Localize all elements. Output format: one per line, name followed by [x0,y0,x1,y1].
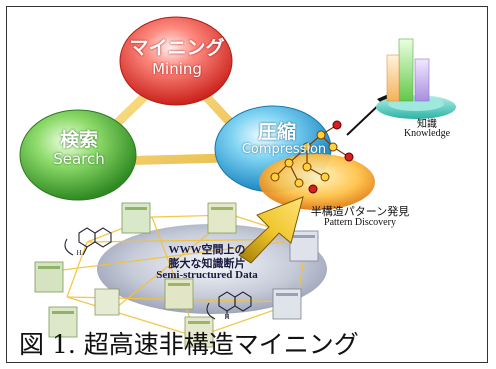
connection-triangle [72,60,267,167]
mining-label-en: Mining [152,60,202,78]
knowledge-graphic [376,38,456,119]
knowledge-label-en: Knowledge [403,128,451,139]
compression-label-en: Compression [241,142,327,157]
molecule-h-label-2: H [224,313,230,321]
knowledge-label-jp: 知識 [417,119,437,130]
discovery-arrow [238,196,304,264]
mining-label-jp: マイニング [129,37,225,59]
data-area-label-jp2: 膨大な知識断片 [168,258,246,270]
data-area [34,202,327,348]
data-area-label-en: Semi-structured Data [156,269,258,281]
search-label-jp: 検索 [59,129,98,151]
knowledge-bar [386,54,400,102]
figure-caption: 図 1. 超高速非構造マイニング [19,330,359,359]
figure-frame: マイニング Mining 検索 Search 圧縮 Compression WW… [6,6,488,363]
molecule-h-label: H [76,249,82,257]
data-area-label-jp1: WWW空間上の [168,244,246,256]
pattern-discovery-area [259,120,375,210]
molecule-icon [64,227,112,256]
knowledge-bar [398,38,414,102]
pattern-label-en: Pattern Discovery [324,217,396,228]
search-node [19,109,137,201]
pattern-label-jp: 半構造パターン発見 [310,206,410,218]
mining-node [119,16,233,106]
diagram-canvas [19,16,456,348]
tree-nodes [270,120,354,194]
web-page-thumbnails [34,202,319,348]
knowledge-bar [414,58,430,102]
molecule-icon-2 [206,291,252,320]
compression-label-jp: 圧縮 [257,121,296,143]
search-label-en: Search [53,150,105,168]
